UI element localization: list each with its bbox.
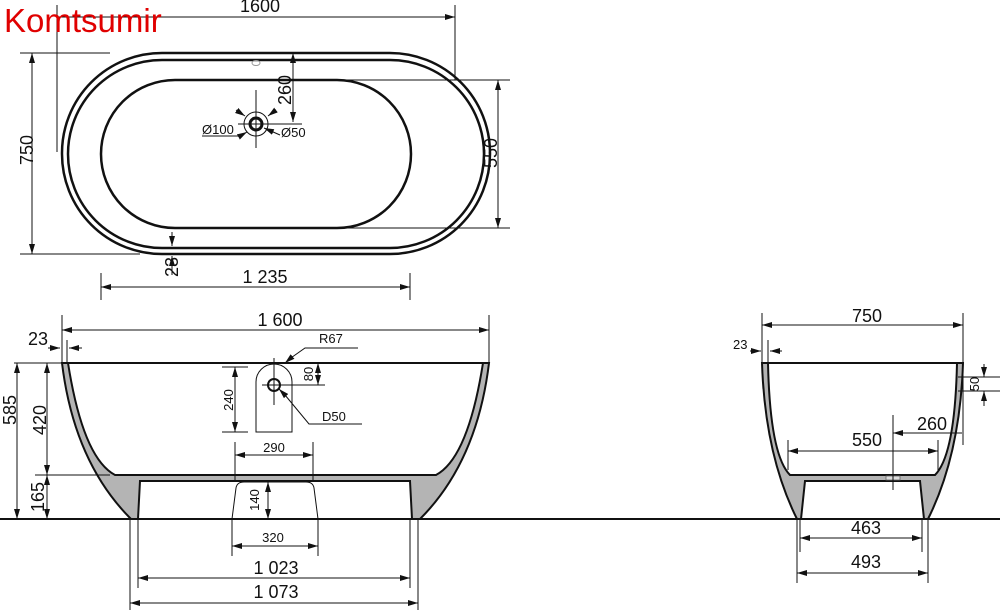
dim-base-outer: 1 073 xyxy=(253,582,298,602)
dim-top-inner-length: 1 235 xyxy=(242,267,287,287)
side-basin xyxy=(66,362,485,476)
dim-overflow-radius: R67 xyxy=(319,331,343,346)
dim-end-drain-offset: 260 xyxy=(917,414,947,434)
end-view: 750 23 50 260 550 463 493 xyxy=(733,306,1000,583)
dim-end-base-inner: 463 xyxy=(851,518,881,538)
dim-side-rim: 23 xyxy=(28,329,48,349)
dim-base-height: 165 xyxy=(28,482,48,512)
dim-side-length: 1 600 xyxy=(257,310,302,330)
dim-top-inner-width: 550 xyxy=(481,138,501,168)
dim-end-base-outer: 493 xyxy=(851,552,881,572)
dim-cutout-bottom: 320 xyxy=(262,530,284,545)
side-view: 1 600 23 585 420 165 240 80 R67 D50 xyxy=(0,310,491,610)
dim-top-drain-offset: 260 xyxy=(275,75,295,105)
dim-overflow-diameter: D50 xyxy=(322,409,346,424)
dim-top-length: 1600 xyxy=(240,0,280,16)
dim-end-inner-width: 550 xyxy=(852,430,882,450)
plinth xyxy=(136,480,414,520)
end-plinth xyxy=(799,480,926,520)
top-view: 1600 750 550 260 23 Ø100 Ø50 1 235 xyxy=(17,0,510,300)
dim-overflow-height: 240 xyxy=(221,389,236,411)
dim-overflow-top: 80 xyxy=(301,367,316,381)
overflow-slot xyxy=(255,363,293,433)
dim-cutout-height: 140 xyxy=(247,489,262,511)
dim-end-rim: 23 xyxy=(733,337,747,352)
dim-basin-depth: 420 xyxy=(30,405,50,435)
dim-top-width: 750 xyxy=(17,135,37,165)
inner-rim xyxy=(66,58,486,250)
drain xyxy=(202,90,302,148)
outer-rim xyxy=(60,51,492,256)
watermark: Komtsumir xyxy=(4,2,162,39)
overflow-hole xyxy=(251,60,261,66)
end-basin xyxy=(766,362,959,476)
drain-cutout xyxy=(231,481,319,520)
dim-overall-height: 585 xyxy=(0,395,20,425)
dim-drain-outer: Ø100 xyxy=(202,122,234,137)
dim-base-inner: 1 023 xyxy=(253,558,298,578)
dim-end-overflow: 50 xyxy=(967,377,982,391)
dim-drain-inner: Ø50 xyxy=(281,125,306,140)
dim-end-width: 750 xyxy=(852,306,882,326)
dim-cutout-top: 290 xyxy=(263,440,285,455)
dim-top-rim: 23 xyxy=(162,257,182,277)
basin xyxy=(99,78,413,230)
